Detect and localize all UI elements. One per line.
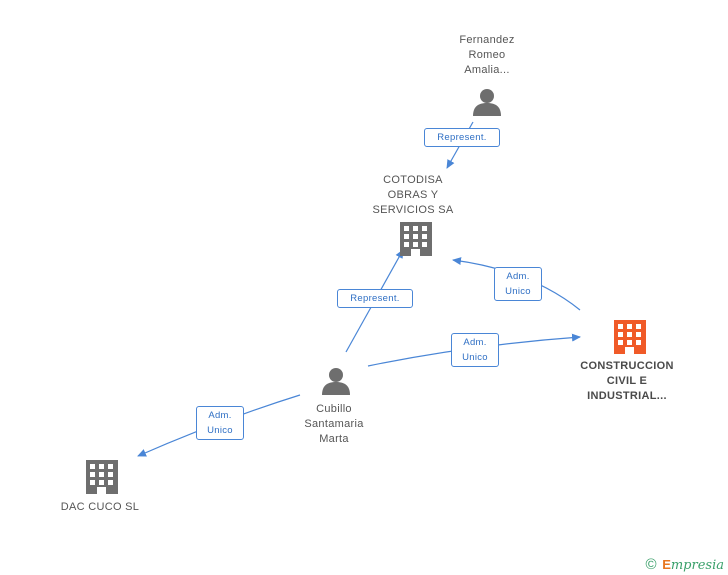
brand-logo-initial: E bbox=[662, 557, 671, 572]
node-label-construccion[interactable]: CONSTRUCCION CIVIL E INDUSTRIAL... bbox=[580, 360, 674, 402]
building-icon[interactable] bbox=[400, 222, 432, 256]
node-label-cotodisa[interactable]: COTODISA OBRAS Y SERVICIOS SA bbox=[372, 174, 454, 216]
edge-label-construccion-cotodisa: Adm. Unico bbox=[494, 267, 542, 301]
edge-label-cubillo-cotodisa: Represent. bbox=[337, 289, 413, 308]
edge-label-fernandez-cotodisa: Represent. bbox=[424, 128, 500, 147]
brand-logo-text: mpresia bbox=[670, 558, 724, 573]
copyright-icon: © bbox=[645, 556, 657, 573]
person-icon[interactable] bbox=[322, 368, 350, 395]
person-icon[interactable] bbox=[473, 89, 501, 116]
edge-label-cubillo-dac: Adm. Unico bbox=[196, 406, 244, 440]
footer-watermark: © Empresia bbox=[646, 556, 725, 573]
node-label-cubillo[interactable]: Cubillo Santamaria Marta bbox=[304, 403, 364, 445]
node-label-fernandez[interactable]: Fernandez Romeo Amalia... bbox=[459, 34, 515, 76]
edge-label-cubillo-construccion: Adm. Unico bbox=[451, 333, 499, 367]
main-building-icon[interactable] bbox=[614, 320, 646, 354]
building-icon[interactable] bbox=[86, 460, 118, 494]
node-label-dac[interactable]: DAC CUCO SL bbox=[60, 501, 140, 513]
